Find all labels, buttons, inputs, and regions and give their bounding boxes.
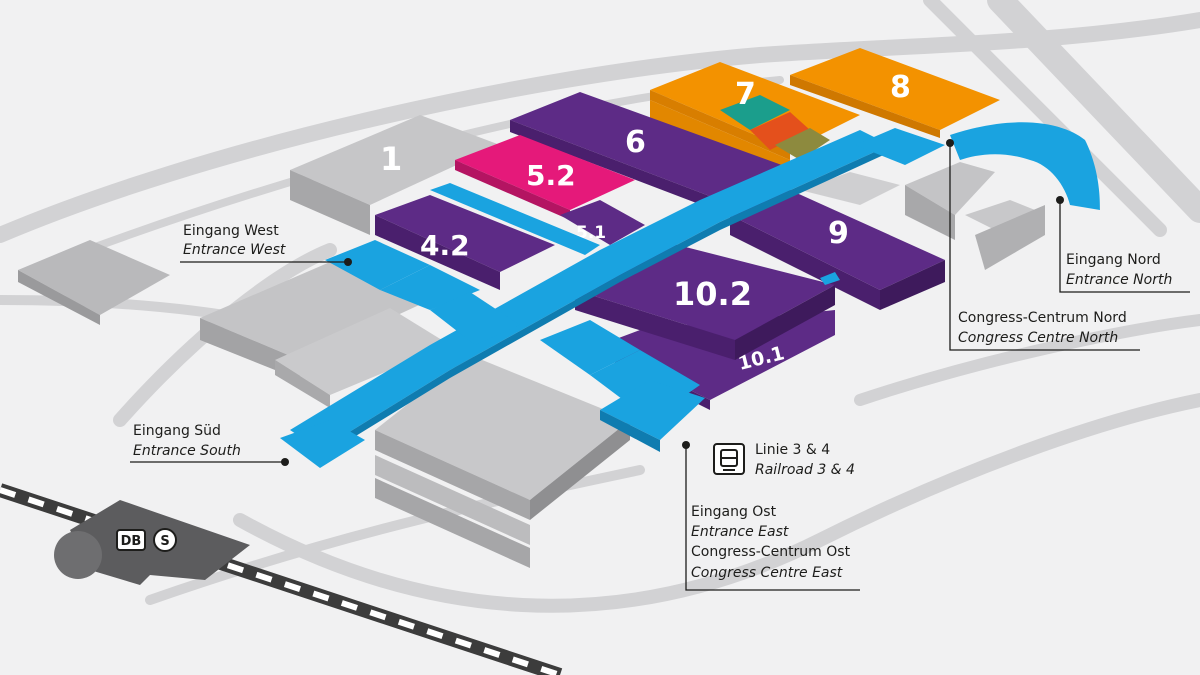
- entrance-west-en: Entrance West: [183, 242, 286, 258]
- tram-icon: [713, 443, 745, 475]
- tram-label: Linie 3 & 4 Railroad 3 & 4: [755, 442, 855, 478]
- hall-4-2-label: 4.2: [420, 229, 470, 262]
- congress-east-en: Congress Centre East: [691, 565, 843, 581]
- db-logo: DB: [121, 534, 142, 549]
- entrance-north-de: Eingang Nord: [1066, 252, 1161, 268]
- entrance-south-en: Entrance South: [133, 443, 241, 459]
- entrance-west-label: Eingang West Entrance West: [183, 223, 286, 258]
- hall-7-label: 7: [735, 77, 756, 112]
- hall-9-label: 9: [828, 216, 849, 251]
- leader-lines: [130, 139, 1190, 591]
- entrance-north-label: Eingang Nord Entrance North: [1066, 252, 1172, 288]
- hall-5-2: 5.2: [455, 135, 635, 220]
- hall-1: 1: [380, 140, 402, 178]
- congress-east-de: Congress-Centrum Ost: [691, 544, 851, 560]
- entrance-north-en: Entrance North: [1066, 272, 1172, 288]
- hall-5-1: 5.1: [560, 200, 645, 245]
- hall-10-2-label: 10.2: [673, 275, 752, 313]
- entrance-south-de: Eingang Süd: [133, 423, 221, 439]
- hall-1-label: 1: [380, 140, 402, 178]
- grey-buildings: [18, 115, 1045, 568]
- hall-9: 9: [730, 190, 945, 310]
- entrance-south-label: Eingang Süd Entrance South: [133, 423, 241, 459]
- sbahn-logo: S: [160, 534, 169, 549]
- entrance-east-de: Eingang Ost: [691, 504, 777, 520]
- tram-de: Linie 3 & 4: [755, 442, 830, 458]
- hall-8-label: 8: [890, 70, 911, 105]
- hall-5-1-label: 5.1: [576, 223, 606, 243]
- roads: [0, 0, 1200, 613]
- entrance-west-de: Eingang West: [183, 223, 279, 239]
- hall-5-2-label: 5.2: [526, 159, 576, 192]
- hall-6-label: 6: [625, 125, 646, 160]
- hall-8: 8: [790, 48, 1000, 138]
- hall-7: 7: [650, 62, 860, 190]
- congress-north-de: Congress-Centrum Nord: [958, 310, 1127, 326]
- congress-north-label: Congress-Centrum Nord Congress Centre No…: [958, 310, 1127, 346]
- hall-4-2: 4.2: [375, 195, 555, 290]
- hall-6: 6: [510, 92, 790, 212]
- entrance-east-en: Entrance East: [691, 524, 789, 540]
- congress-north-en: Congress Centre North: [958, 330, 1118, 346]
- tram-en: Railroad 3 & 4: [755, 462, 855, 478]
- walkways: [280, 122, 1100, 468]
- entrance-east-label: Eingang Ost Entrance East Congress-Centr…: [691, 504, 851, 581]
- db-station: DB S: [54, 500, 250, 585]
